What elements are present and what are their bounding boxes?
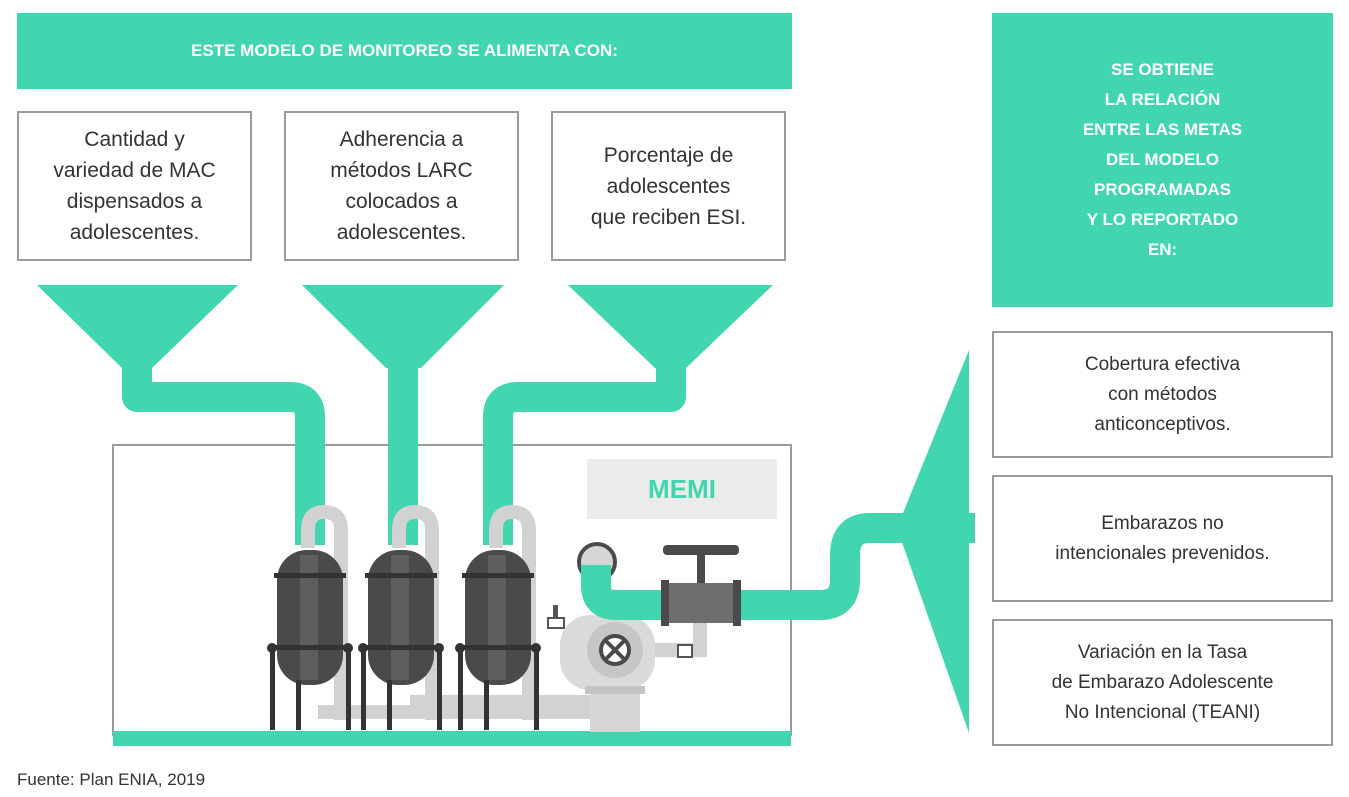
output-wedge — [897, 350, 969, 733]
feed-pipe-3 — [483, 360, 686, 545]
feed-pipe-1 — [122, 360, 325, 545]
source-note: Fuente: Plan ENIA, 2019 — [17, 770, 206, 789]
funnel-2 — [302, 285, 504, 368]
inputs-header-title: ESTE MODELO DE MONITOREO SE ALIMENTA CON… — [191, 41, 618, 60]
tank-3 — [455, 550, 541, 730]
input-box-1: Cantidad y variedad de MAC dispensados a… — [17, 111, 252, 261]
loop-pipe-3 — [489, 504, 536, 720]
memi-label: MEMI — [587, 459, 777, 519]
funnel-3 — [568, 285, 773, 368]
output-box-1: Cobertura efectiva con métodos anticonce… — [992, 331, 1333, 458]
side-pipe — [640, 615, 707, 657]
valve-icon — [661, 545, 741, 626]
input-box-3: Porcentaje de adolescentes que reciben E… — [551, 111, 786, 261]
results-header-banner: SE OBTIENE LA RELACIÓN ENTRE LAS METAS D… — [992, 13, 1333, 307]
loop-pipe-1 — [301, 504, 348, 720]
output-box-2: Embarazos no intencionales prevenidos. — [992, 475, 1333, 602]
machine-base — [113, 731, 791, 746]
tank-2 — [358, 550, 444, 730]
tank-1 — [267, 550, 353, 730]
output-box-3: Variación en la Tasa de Embarazo Adolesc… — [992, 619, 1333, 746]
funnel-1 — [37, 285, 238, 368]
output-pipe — [581, 513, 975, 620]
loop-pipe-2 — [392, 504, 439, 720]
inputs-header-banner: ESTE MODELO DE MONITOREO SE ALIMENTA CON… — [17, 13, 792, 89]
input-box-2: Adherencia a métodos LARC colocados a ad… — [284, 111, 519, 261]
